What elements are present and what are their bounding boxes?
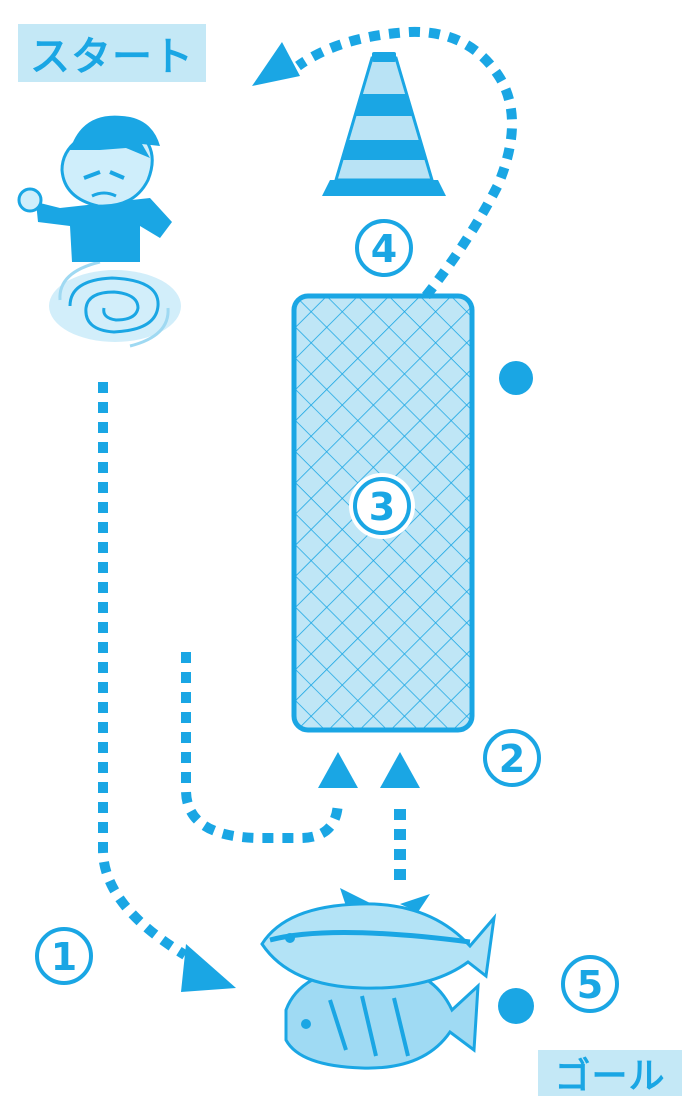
svg-text:1: 1: [51, 935, 77, 979]
fish-pile-icon: [260, 888, 497, 1070]
path-step-4: [295, 26, 517, 300]
ball-icon: [499, 361, 533, 395]
start-label: スタート: [18, 24, 206, 82]
arrow-to-start: [252, 42, 300, 86]
arrow-to-fish: [181, 944, 236, 992]
step-marker-4: 4: [355, 219, 413, 277]
arrow-up-right: [380, 752, 420, 788]
svg-text:4: 4: [371, 227, 397, 271]
traffic-cone-icon: [322, 52, 446, 196]
step-marker-2: 2: [483, 729, 541, 787]
step-marker-3: 3: [349, 473, 415, 539]
svg-text:2: 2: [499, 737, 525, 781]
arrow-up-left: [318, 752, 358, 788]
svg-text:5: 5: [577, 963, 603, 1007]
path-step-1: [98, 382, 188, 960]
svg-text:3: 3: [369, 485, 395, 529]
running-boy-icon: [17, 115, 181, 348]
ball-icon: [498, 988, 534, 1024]
step-marker-5: 5: [561, 955, 619, 1013]
step-marker-1: 1: [35, 927, 93, 985]
goal-label: ゴール: [538, 1050, 682, 1097]
